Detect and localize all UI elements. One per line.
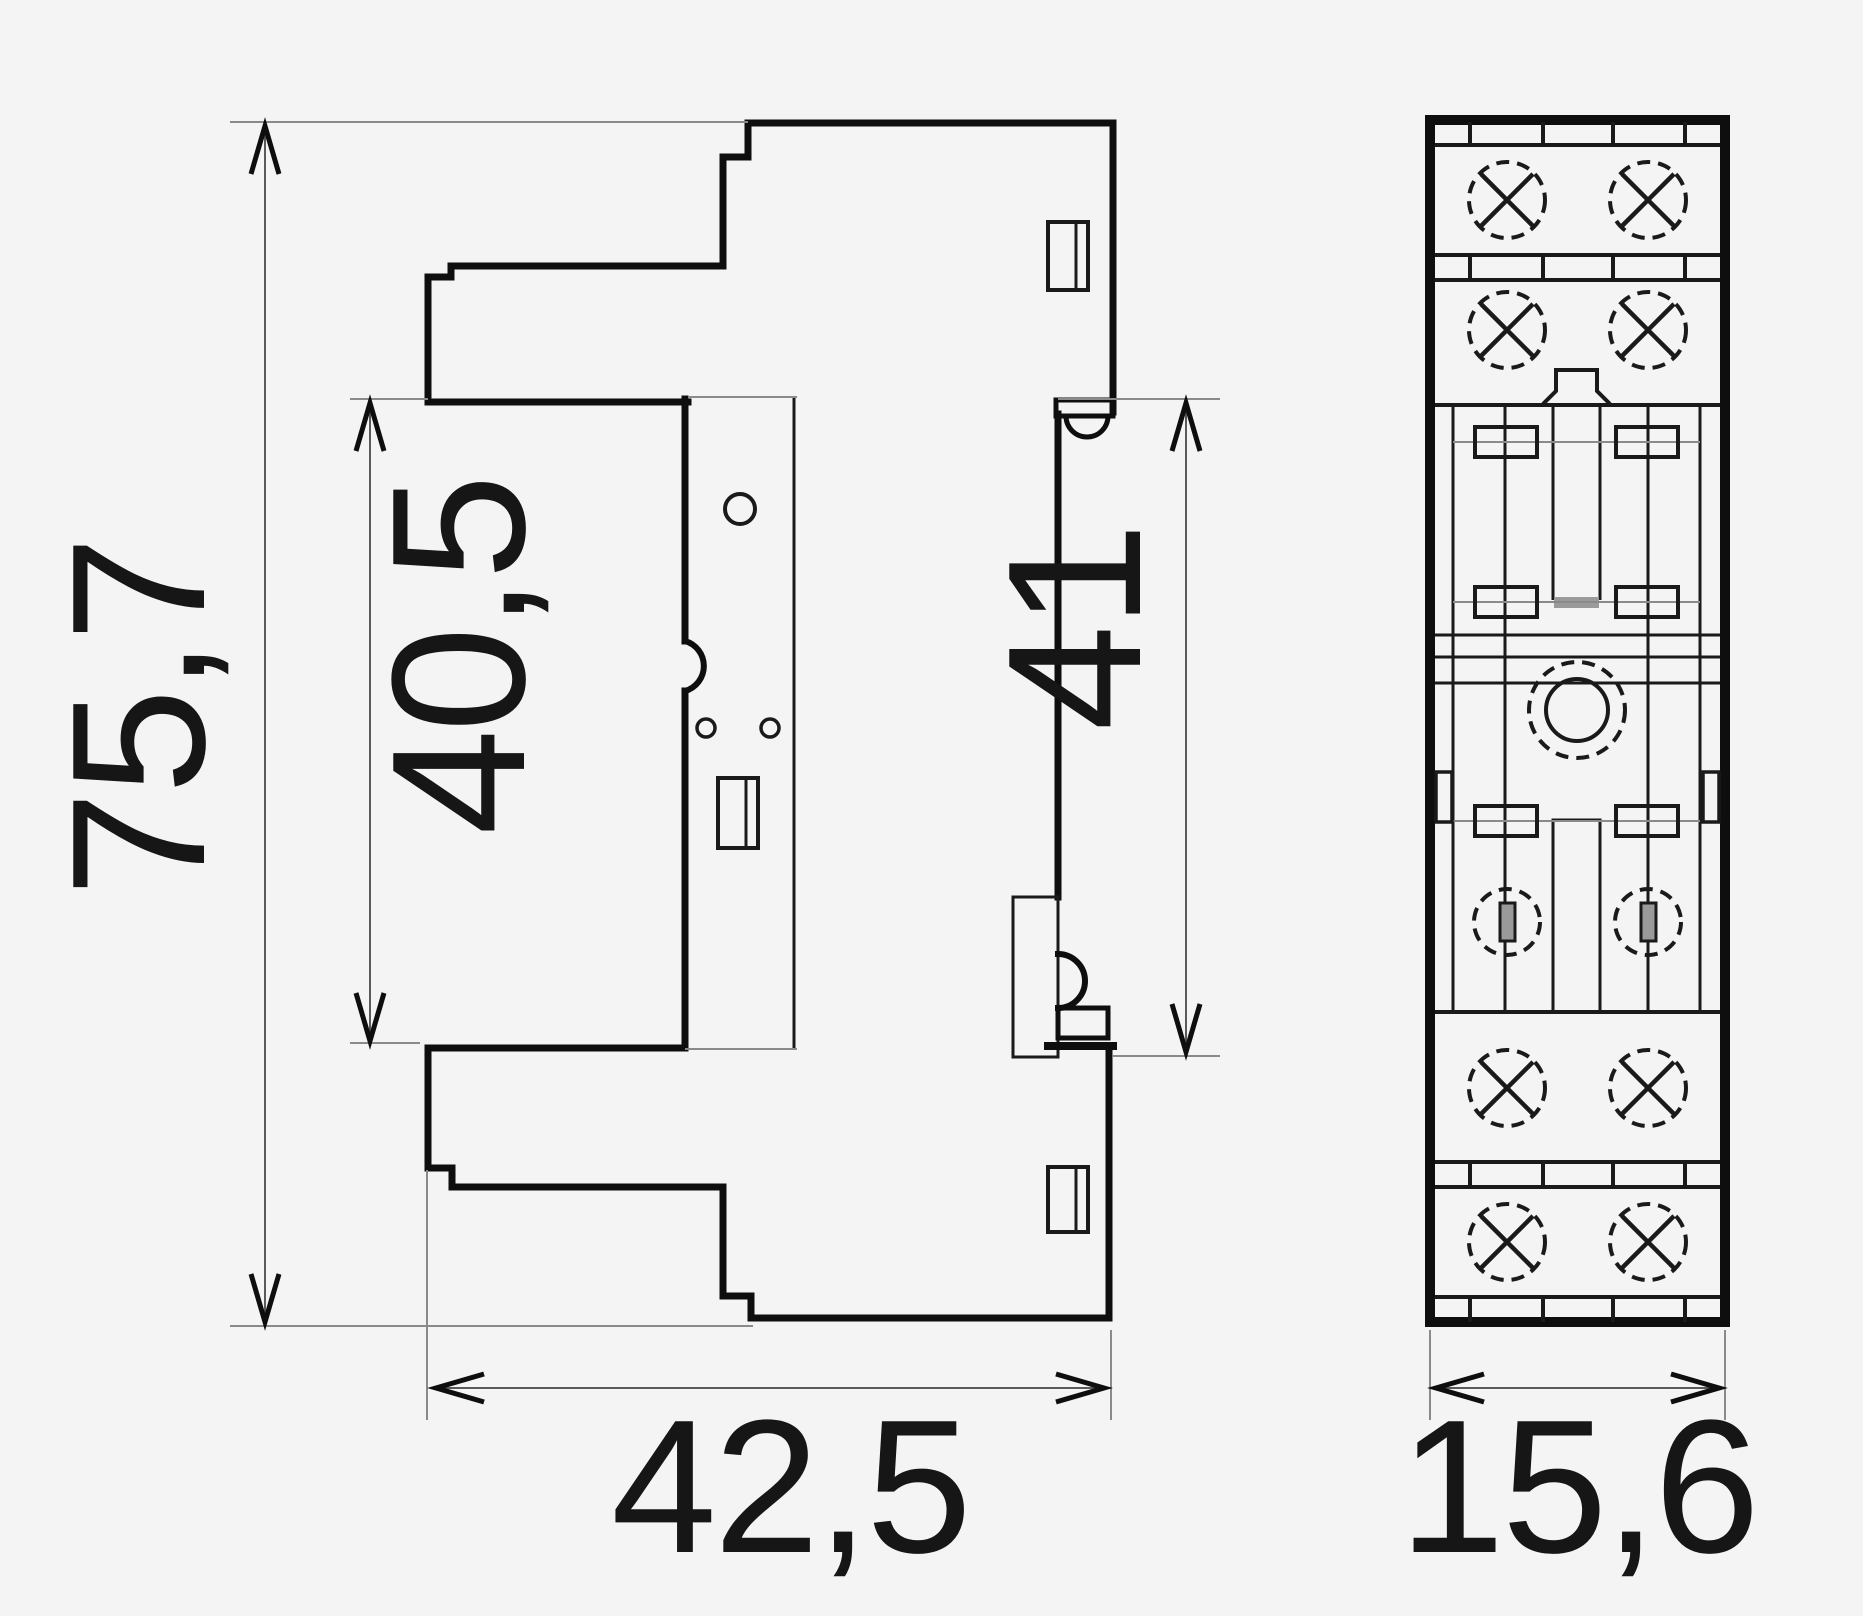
arrow-left-icon — [1427, 1371, 1485, 1405]
contact-slot — [1473, 425, 1539, 459]
arrow-right-icon — [1670, 1371, 1728, 1405]
contact-slot — [1614, 425, 1680, 459]
dimension-annotations: 75,7 40,5 41 42,5 15,6 — [33, 117, 1760, 1593]
dim-value-overall-height: 75,7 — [33, 539, 245, 897]
screw-cross-icon — [1608, 160, 1688, 240]
side-view — [424, 119, 1117, 1322]
contact-slot — [1473, 804, 1539, 838]
din-claw-bottom-bump — [1054, 950, 1088, 1012]
mounting-ring-inner — [1544, 677, 1610, 743]
dim-value-overall-depth: 42,5 — [611, 1381, 969, 1593]
module-face-notch — [681, 637, 707, 695]
front-cross-lines — [1435, 633, 1720, 685]
latch-box — [1011, 895, 1060, 1059]
contact-slot-rows — [1453, 425, 1700, 838]
center-channel — [1551, 818, 1602, 1014]
screw-cross-icon — [1467, 160, 1547, 240]
small-hole-icon — [759, 717, 781, 739]
edge-slot-bottom — [1046, 1165, 1090, 1234]
contact-rails — [1451, 405, 1702, 1012]
arrow-up-icon — [1169, 394, 1203, 452]
din-claw-top-notch — [1063, 413, 1111, 440]
arrow-down-icon — [353, 992, 387, 1050]
contact-slot — [1614, 804, 1680, 838]
side-clip-left — [1434, 770, 1454, 824]
screw-cross-icon — [1608, 290, 1688, 370]
screw-cross-icon — [1608, 1202, 1688, 1282]
arrow-right-icon — [1055, 1371, 1113, 1405]
front-band-dividers — [1468, 122, 1687, 1322]
arrow-up-icon — [353, 394, 387, 452]
dim-value-rail-section-height: 41 — [969, 525, 1181, 730]
dimension-lines — [264, 135, 1719, 1389]
screw-cross-icon — [1467, 1048, 1547, 1128]
screw-cross-icon — [1467, 1202, 1547, 1282]
arrow-down-icon — [1169, 1003, 1203, 1061]
front-view — [1425, 115, 1730, 1327]
slotted-screw-icon — [1472, 887, 1542, 957]
dim-value-upper-body-height: 40,5 — [353, 477, 565, 835]
screw-cross-icon — [1608, 1048, 1688, 1128]
front-section-lines — [1435, 143, 1720, 1299]
side-view-top-outline — [424, 119, 1117, 416]
pilot-hole-icon — [723, 492, 757, 526]
terminal-screws — [1467, 160, 1688, 1282]
side-view-bottom-outline — [424, 1042, 1113, 1322]
dim-value-front-width: 15,6 — [1399, 1381, 1757, 1593]
din-claw-bottom-block — [1055, 1005, 1111, 1041]
side-clip-right — [1701, 770, 1721, 824]
extension-lines — [230, 121, 1726, 1420]
screw-cross-icon — [1467, 290, 1547, 370]
contact-slot — [1473, 585, 1539, 619]
arrow-left-icon — [427, 1371, 485, 1405]
face-slot — [716, 776, 760, 850]
arrow-up-icon — [248, 117, 282, 175]
arrow-down-icon — [248, 1273, 282, 1331]
dimension-arrows — [248, 117, 1728, 1405]
slotted-screw-icon — [1613, 887, 1683, 957]
edge-slot-top — [1046, 220, 1090, 292]
contact-slot — [1614, 585, 1680, 619]
coding-key-hat — [1541, 368, 1612, 406]
small-hole-icon — [695, 717, 717, 739]
mounting-ring-outer — [1527, 660, 1627, 760]
front-view-outline — [1425, 115, 1730, 1327]
